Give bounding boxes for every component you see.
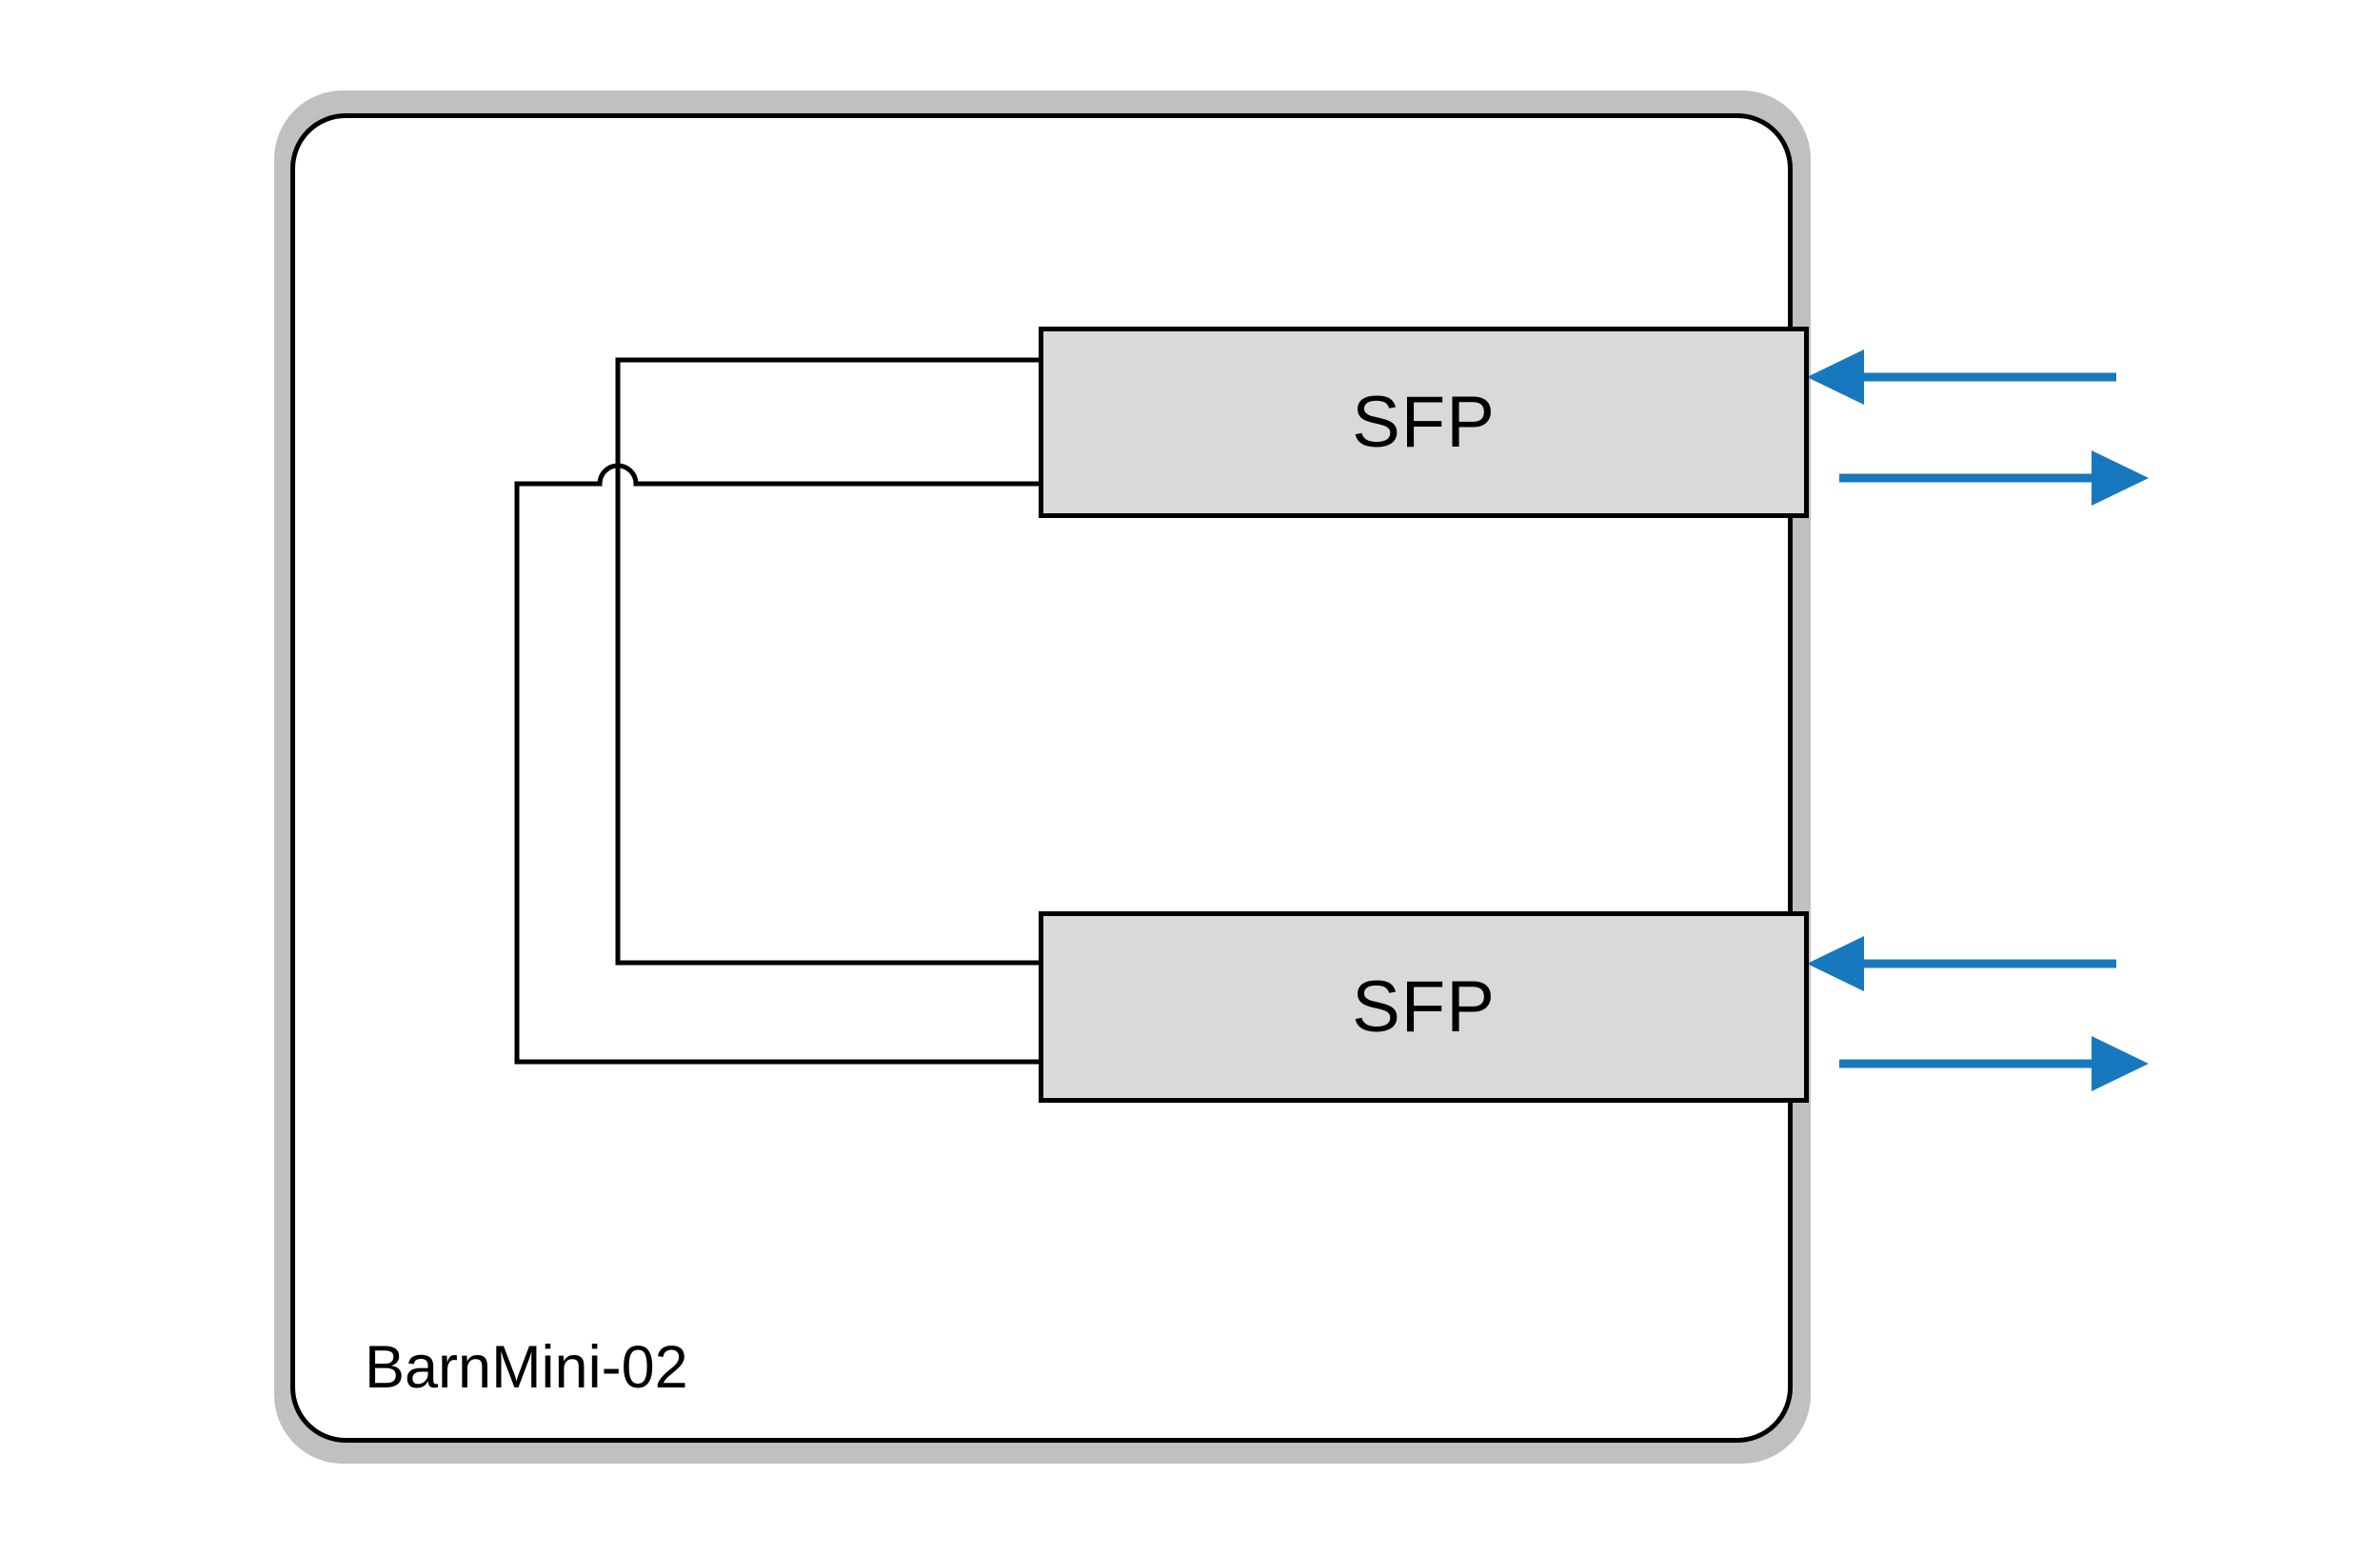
sfp2-input-arrow-icon bbox=[1807, 936, 2116, 991]
sfp1-output-arrow-icon bbox=[1839, 450, 2149, 506]
sfp2-output-arrow-icon bbox=[1839, 1036, 2149, 1091]
device-name-label: BarnMini-02 bbox=[365, 1334, 688, 1401]
loopback-wire-b-crossover-hop bbox=[514, 463, 1041, 1065]
sfp-module-bottom: SFP bbox=[1039, 911, 1809, 1103]
sfp1-input-arrow-icon bbox=[1807, 349, 2116, 405]
sfp-module-top: SFP bbox=[1039, 327, 1809, 518]
loopback-wire-a bbox=[615, 357, 1041, 966]
sfp-module-top-label: SFP bbox=[1352, 382, 1496, 463]
sfp-module-bottom-label: SFP bbox=[1352, 967, 1496, 1047]
